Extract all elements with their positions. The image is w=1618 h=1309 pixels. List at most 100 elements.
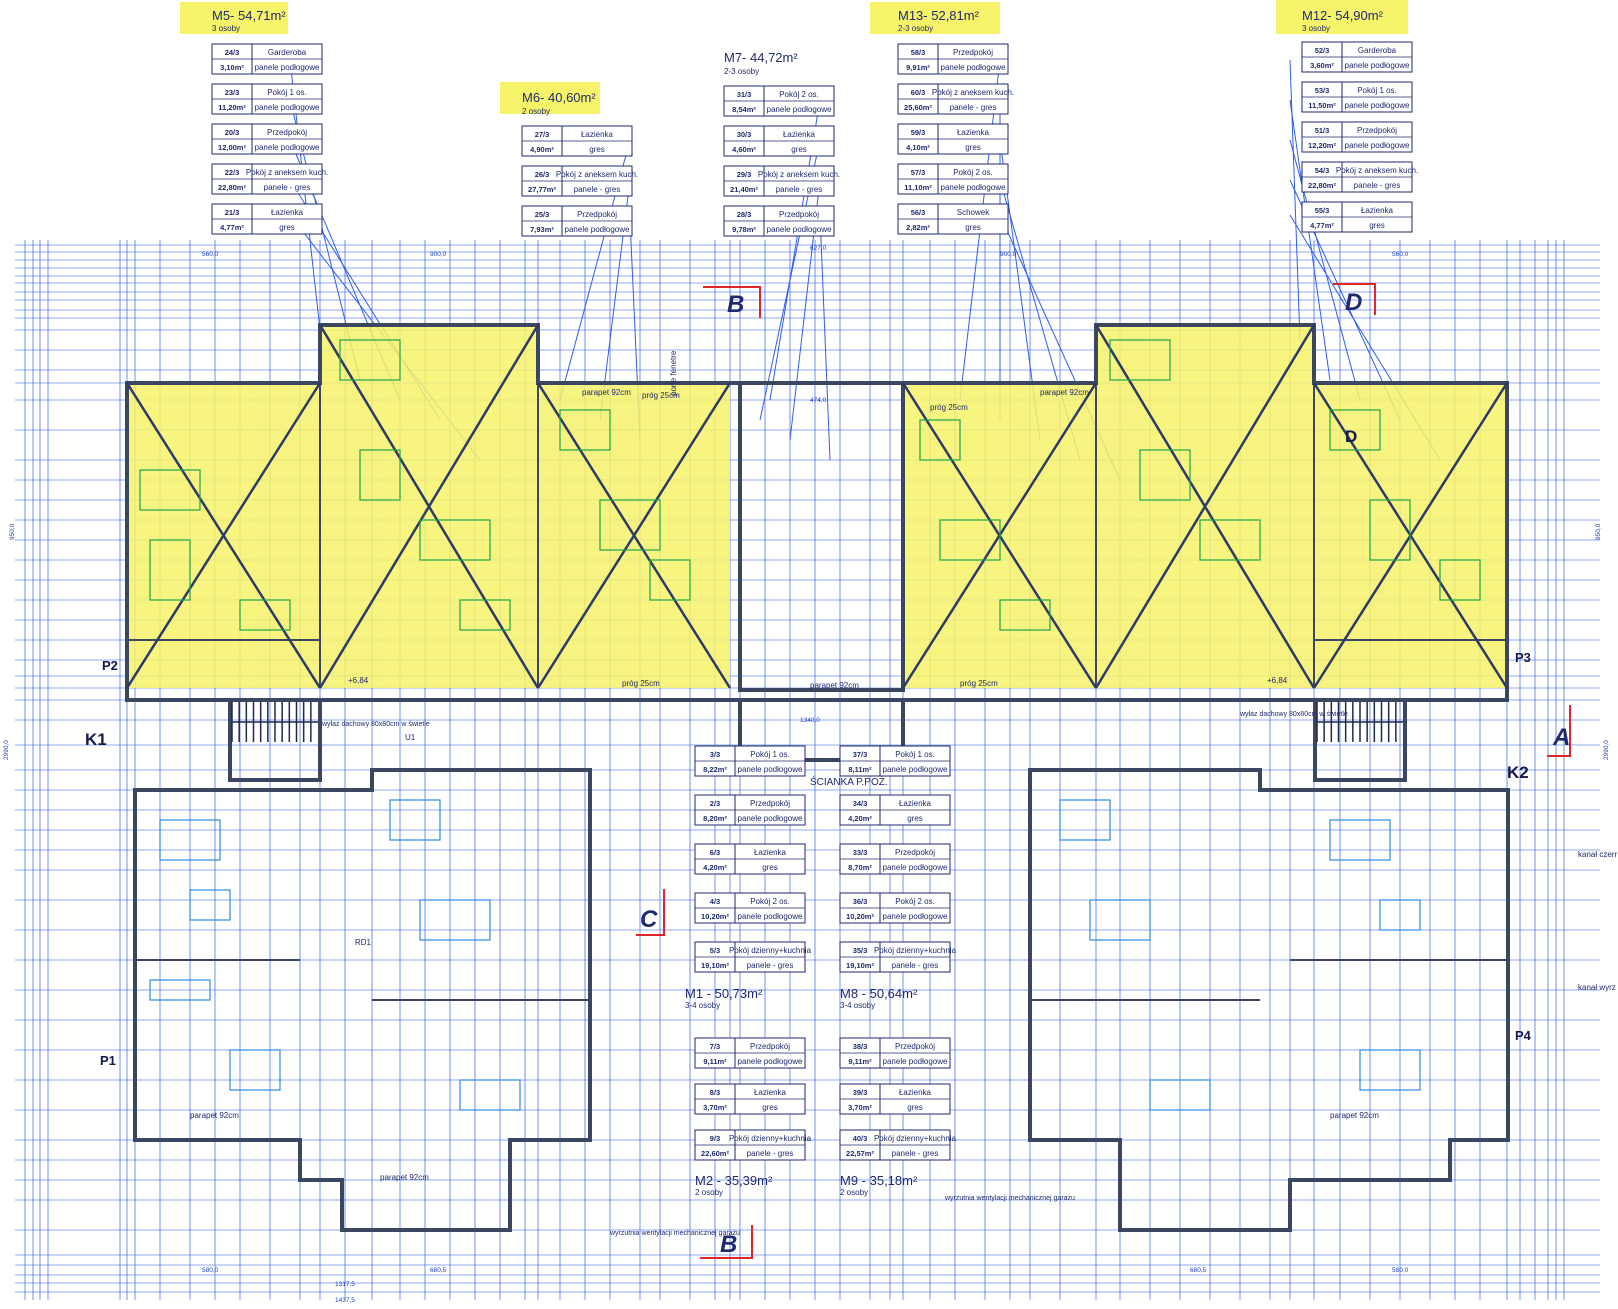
dim-bot-3: 1317,5	[335, 1281, 355, 1288]
label-k2: K2	[1507, 763, 1529, 782]
m5-title-highlight	[180, 2, 288, 34]
dim-bot-total: 1437,5	[335, 1297, 355, 1304]
room-finish: panele - gres	[574, 185, 621, 194]
room-code: 58/3	[911, 48, 926, 57]
room-code: 23/3	[225, 88, 240, 97]
room-finish: panele - gres	[776, 185, 823, 194]
m5-occupancy: 3 osoby	[212, 24, 240, 33]
room-code: 8/3	[710, 1088, 720, 1097]
note-parapet-1: parapet 92cm	[582, 388, 631, 397]
room-area: 4,77m²	[220, 223, 244, 232]
room-finish: gres	[965, 143, 981, 152]
note-prog-4: próg 25cm	[960, 679, 998, 688]
room-finish: gres	[965, 223, 981, 232]
room-area: 8,70m²	[848, 863, 872, 872]
room-area: 12,20m²	[1308, 141, 1336, 150]
room-code: 26/3	[535, 170, 550, 179]
m9-occupancy: 2 osoby	[840, 1188, 868, 1197]
room-code: 51/3	[1315, 126, 1330, 135]
room-finish: panele - gres	[892, 1149, 939, 1158]
dim-bot-5: 580,0	[1392, 1267, 1409, 1274]
room-code: 60/3	[911, 88, 926, 97]
room-area: 4,10m²	[906, 143, 930, 152]
room-name: Pokój dzienny+kuchnia	[729, 946, 812, 955]
room-code: 28/3	[737, 210, 752, 219]
m6-occupancy: 2 osoby	[522, 107, 550, 116]
room-code: 5/3	[710, 946, 720, 955]
dim-top-3: 627,0	[810, 245, 827, 252]
note-level-2: +6,84	[1267, 676, 1288, 685]
plan-notes: ŚCIANKA P.POŻ. wyłaz dachowy 80x80cm w ś…	[190, 350, 1617, 1237]
room-area: 8,54m²	[732, 105, 756, 114]
room-area: 11,10m²	[904, 183, 932, 192]
room-finish: panele podłogowe	[1345, 141, 1410, 150]
room-area: 2,82m²	[906, 223, 930, 232]
room-finish: panele podłogowe	[883, 765, 948, 774]
room-name: Łazienka	[271, 208, 304, 217]
room-area: 3,60m²	[1310, 61, 1334, 70]
m1-occupancy: 3-4 osoby	[685, 1001, 720, 1010]
section-markers: B D C A B D	[636, 283, 1571, 1259]
room-name: Łazienka	[1361, 206, 1394, 215]
m9-title: M9 - 35,18m²	[840, 1173, 918, 1188]
label-u1-left: U1	[405, 733, 416, 742]
note-parapet-5: parapet 92cm	[380, 1173, 429, 1182]
unit-titles: M5- 54,71m² 3 osoby M6- 40,60m² 2 osoby …	[180, 0, 1408, 1197]
section-marker-c: C	[640, 906, 658, 933]
room-name: Łazienka	[754, 1088, 787, 1097]
m2-title: M2 - 35,39m²	[695, 1173, 773, 1188]
room-name: Pokój 2 os.	[953, 168, 993, 177]
room-name: Łazienka	[957, 128, 990, 137]
m8-title: M8 - 50,64m²	[840, 986, 918, 1001]
room-code: 7/3	[710, 1042, 720, 1051]
note-level-1: +6,84	[348, 676, 369, 685]
stairs	[231, 702, 1403, 742]
furniture	[139, 339, 1481, 1111]
room-name: Przedpokój	[750, 799, 790, 808]
room-code: 55/3	[1315, 206, 1330, 215]
m7-occupancy: 2-3 osoby	[724, 67, 759, 76]
room-finish: panele podłogowe	[767, 225, 832, 234]
room-name: Pokój z aneksem kuch.	[556, 170, 638, 179]
room-finish: panele podłogowe	[738, 912, 803, 921]
room-area: 22,57m²	[846, 1149, 874, 1158]
room-finish: panele - gres	[1354, 181, 1401, 190]
room-area: 4,20m²	[848, 814, 872, 823]
room-name: Pokój 2 os.	[895, 897, 935, 906]
dim-mid-2: 474,0	[810, 397, 827, 404]
section-marker-b-bottom: B	[720, 1231, 737, 1258]
room-code: 20/3	[225, 128, 240, 137]
room-finish: panele podłogowe	[255, 103, 320, 112]
room-area: 19,10m²	[846, 961, 874, 970]
room-name: Przedpokój	[1357, 126, 1397, 135]
room-finish: panele podłogowe	[738, 1057, 803, 1066]
room-area: 9,11m²	[848, 1057, 872, 1066]
room-code: 29/3	[737, 170, 752, 179]
room-name: Pokój 1 os.	[895, 750, 935, 759]
note-kanal-1: kanał czerr	[1578, 850, 1617, 859]
room-code: 30/3	[737, 130, 752, 139]
room-finish: gres	[907, 814, 923, 823]
label-p1: P1	[100, 1053, 116, 1068]
dim-bot-1: 580,0	[202, 1267, 219, 1274]
room-code: 36/3	[853, 897, 868, 906]
room-area: 3,10m²	[220, 63, 244, 72]
room-area: 11,50m²	[1308, 101, 1336, 110]
room-area: 22,80m²	[218, 183, 246, 192]
m12-title: M12- 54,90m²	[1302, 8, 1384, 23]
dim-top-5: 560,0	[1392, 251, 1409, 258]
room-area: 12,00m²	[218, 143, 246, 152]
room-finish: panele podłogowe	[738, 765, 803, 774]
m13-title-highlight	[870, 2, 1000, 34]
room-finish: panele podłogowe	[767, 105, 832, 114]
